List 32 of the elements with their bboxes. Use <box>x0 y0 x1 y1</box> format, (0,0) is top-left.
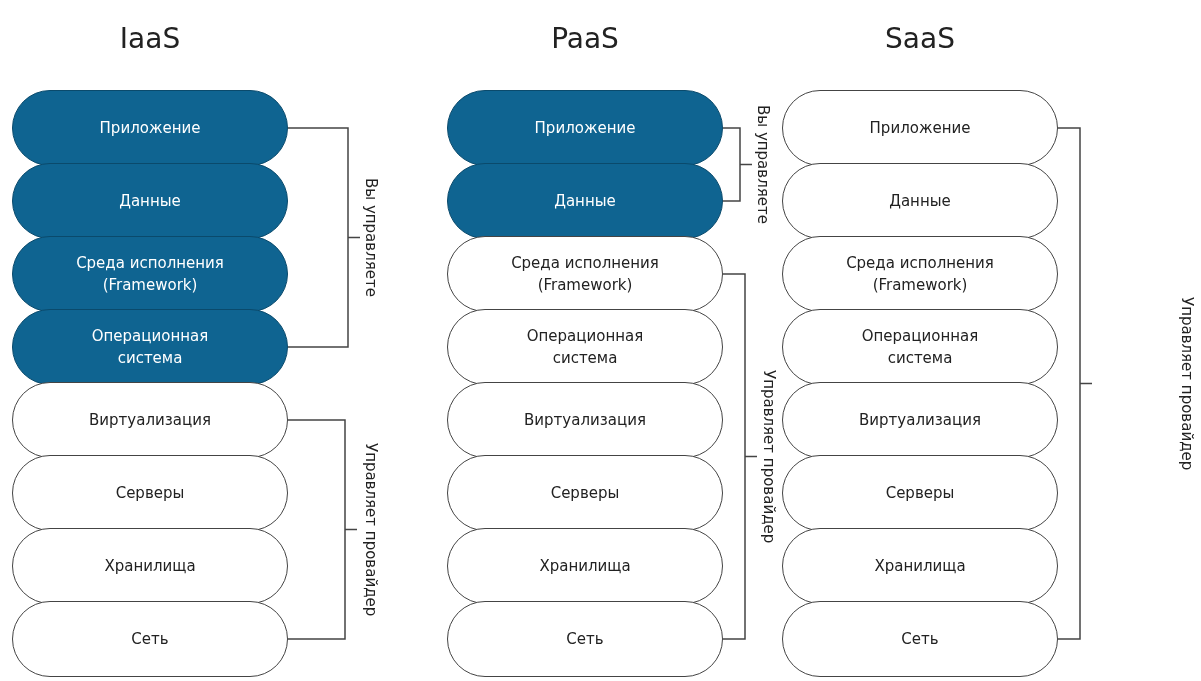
bracket-label: Управляет провайдер <box>760 370 778 544</box>
layer-label: Виртуализация <box>524 410 646 431</box>
layer-label: Хранилища <box>539 556 631 577</box>
layer-label: Среда исполнения (Framework) <box>75 253 225 296</box>
bracket-label: Вы управляете <box>362 178 380 297</box>
layer-label: Виртуализация <box>859 410 981 431</box>
layer-label: Операционная система <box>860 326 980 369</box>
column-heading: IaaS <box>118 22 182 55</box>
bracket-label: Управляет провайдер <box>362 443 380 617</box>
layer-label: Приложение <box>99 118 201 139</box>
layer-label: Данные <box>889 191 951 212</box>
column-heading: SaaS <box>884 22 956 55</box>
layer-label: Серверы <box>885 483 955 504</box>
layer-label: Операционная система <box>525 326 645 369</box>
layer-label: Операционная система <box>90 326 210 369</box>
layer-label: Серверы <box>550 483 620 504</box>
layer-label: Среда исполнения (Framework) <box>845 253 995 296</box>
layer-label: Приложение <box>869 118 971 139</box>
layer-label: Сеть <box>901 629 939 650</box>
layer-label: Серверы <box>115 483 185 504</box>
bracket-label: Вы управляете <box>754 105 772 224</box>
bracket-label: Управляет провайдер <box>1178 297 1196 471</box>
layer-label: Сеть <box>131 629 169 650</box>
layer-label: Сеть <box>566 629 604 650</box>
layer-label: Среда исполнения (Framework) <box>510 253 660 296</box>
layer-label: Виртуализация <box>89 410 211 431</box>
layer-label: Хранилища <box>104 556 196 577</box>
layer-label: Данные <box>119 191 181 212</box>
layer-label: Приложение <box>534 118 636 139</box>
column-heading: PaaS <box>550 22 620 55</box>
layer-label: Данные <box>554 191 616 212</box>
layer-label: Хранилища <box>874 556 966 577</box>
